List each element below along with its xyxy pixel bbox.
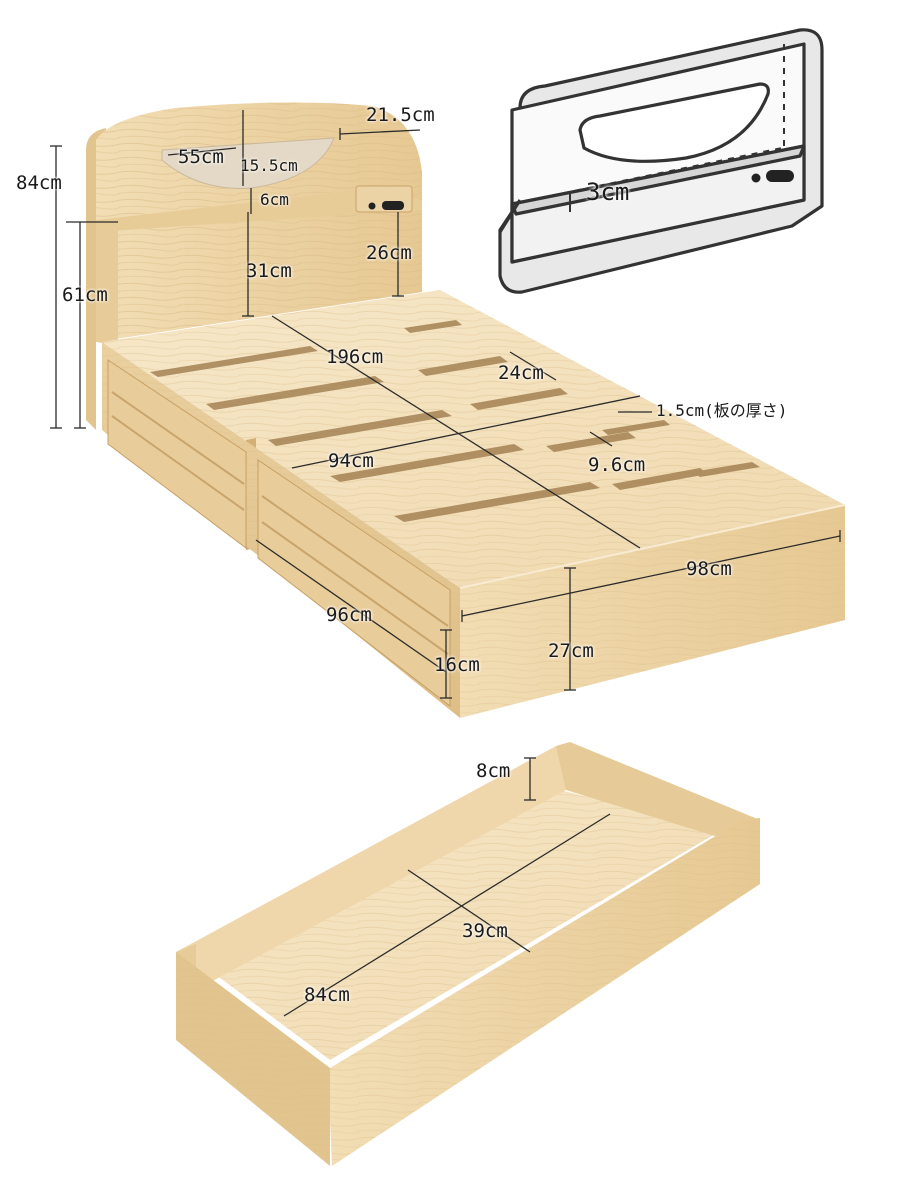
label-height-headboard-front: 61cm [62, 284, 108, 306]
label-slat-width: 9.6cm [588, 454, 646, 476]
label-bed-width: 98cm [686, 558, 732, 580]
label-shelf-lip: 3cm [586, 178, 630, 206]
storage-drawer [176, 742, 760, 1166]
dimension-lines [50, 110, 841, 1017]
label-shelf-gap: 6cm [260, 190, 289, 209]
label-headboard-height: 31cm [246, 260, 292, 282]
label-shelf-depth: 15.5cm [240, 156, 298, 175]
label-drawer-inner-depth: 39cm [462, 920, 508, 942]
outlet-socket-icon [368, 202, 376, 210]
label-headboard-right-width: 21.5cm [366, 104, 435, 126]
headboard [86, 102, 422, 430]
label-slat-thickness: 1.5cm(板の厚さ) [656, 401, 788, 420]
label-drawer-height: 16cm [434, 654, 480, 676]
label-height-total: 84cm [16, 172, 62, 194]
label-outlet-height: 26cm [366, 242, 412, 264]
label-drawer-inner-length: 84cm [304, 984, 350, 1006]
label-shelf-width: 55cm [178, 146, 224, 168]
label-frame-height: 27cm [548, 640, 594, 662]
label-bed-length: 196cm [326, 346, 384, 368]
label-inner-width: 94cm [328, 450, 374, 472]
label-drawer-length: 96cm [326, 604, 372, 626]
inset-usb-icon [766, 170, 794, 182]
headboard-shelf-icon [498, 28, 824, 294]
label-slat-spacing: 24cm [498, 362, 544, 384]
usb-port-icon [382, 201, 404, 210]
bed-frame [102, 290, 846, 718]
inset-socket-icon [751, 173, 761, 183]
label-drawer-side-height: 8cm [476, 760, 511, 782]
